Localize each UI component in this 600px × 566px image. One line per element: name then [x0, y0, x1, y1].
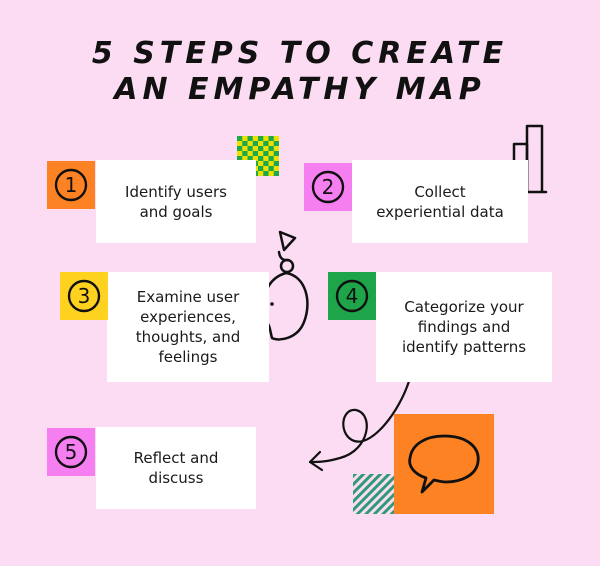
step-text: Collect experiential data	[376, 182, 504, 221]
step-number-badge: 2	[304, 163, 352, 211]
step-card-1: Identify users and goals	[96, 160, 256, 243]
speech-bubble-icon	[408, 434, 480, 494]
page-title-line-1: 5 STEPS TO CREATE	[91, 36, 509, 71]
step-number: 4	[346, 284, 359, 308]
step-number: 2	[322, 175, 335, 199]
step-number-badge: 3	[60, 272, 108, 320]
step-number: 1	[65, 173, 78, 197]
step-number-badge: 4	[328, 272, 376, 320]
striped-square-icon	[353, 474, 399, 514]
speech-bubble-panel	[394, 414, 494, 514]
step-card-3: Examine user experiences, thoughts, and …	[107, 272, 269, 382]
step-text: Identify users and goals	[125, 182, 227, 221]
step-number-badge: 5	[47, 428, 95, 476]
step-number: 5	[65, 440, 78, 464]
step-card-5: Reflect and discuss	[96, 427, 256, 509]
curly-arrow-icon	[308, 376, 412, 472]
step-card-4: Categorize your findings and identify pa…	[376, 272, 552, 382]
step-number: 3	[78, 284, 91, 308]
step-number-badge: 1	[47, 161, 95, 209]
step-text: Examine user experiences, thoughts, and …	[135, 288, 241, 366]
step-text: Categorize your findings and identify pa…	[401, 298, 527, 356]
step-card-2: Collect experiential data	[352, 160, 528, 243]
step-text: Reflect and discuss	[133, 449, 219, 487]
page-title-line-2: AN EMPATHY MAP	[114, 72, 486, 107]
